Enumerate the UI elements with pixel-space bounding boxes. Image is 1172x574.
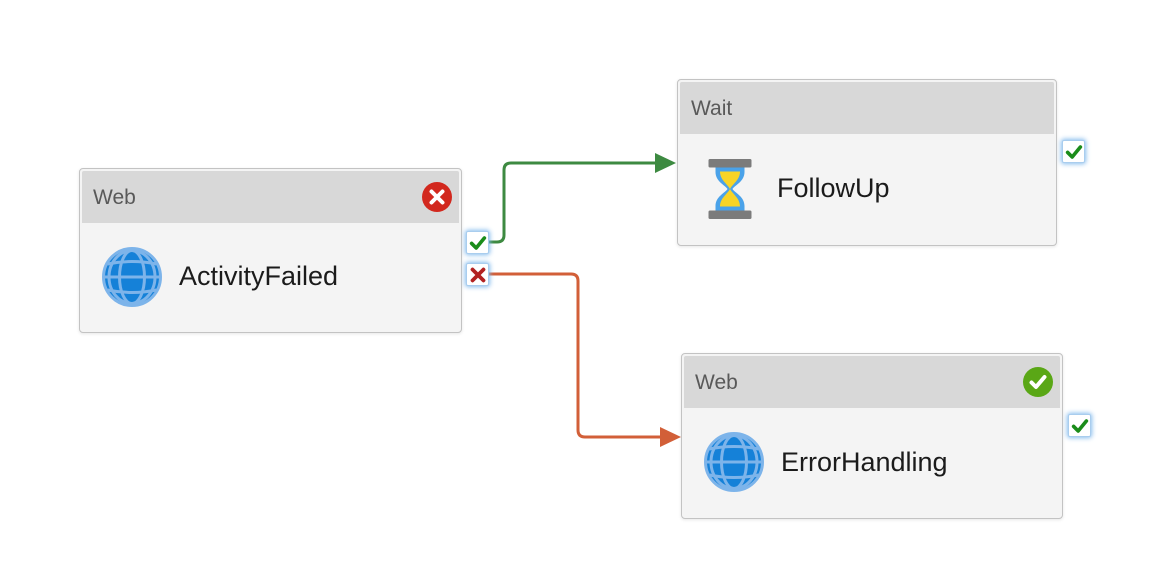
node-type-label: Web: [695, 370, 738, 394]
checkmark-icon: [1071, 418, 1088, 433]
node-type-label: Web: [93, 185, 136, 209]
activityfailed-success-port[interactable]: [466, 231, 489, 254]
node-type-label: Wait: [691, 96, 733, 120]
node-errorhandling-body: ErrorHandling: [684, 408, 1060, 516]
node-name: ErrorHandling: [781, 446, 948, 477]
node-activityfailed-header: Web: [82, 171, 459, 223]
checkmark-icon: [1065, 144, 1082, 159]
status-succeeded-badge-icon: [1023, 367, 1053, 397]
globe-icon: [701, 430, 767, 494]
x-mark-icon: [470, 267, 485, 282]
node-followup-header: Wait: [680, 82, 1054, 134]
success-connector-line: [489, 161, 656, 244]
node-activityfailed-body: ActivityFailed: [82, 223, 459, 330]
errorhandling-success-port[interactable]: [1068, 414, 1091, 437]
checkmark-icon: [469, 235, 486, 250]
hourglass-icon: [697, 158, 763, 220]
node-followup[interactable]: Wait FollowUp: [677, 79, 1057, 246]
failure-connector-arrow-icon: [660, 427, 681, 447]
success-connector-arrow-icon: [655, 153, 676, 173]
activityfailed-failure-port[interactable]: [466, 263, 489, 286]
followup-success-port[interactable]: [1062, 140, 1085, 163]
failure-connector[interactable]: [489, 272, 681, 447]
node-followup-body: FollowUp: [680, 134, 1054, 243]
failure-connector-line: [489, 272, 661, 439]
success-connector[interactable]: [489, 153, 676, 244]
node-errorhandling[interactable]: Web ErrorHandling: [681, 353, 1063, 519]
node-name: ActivityFailed: [179, 261, 339, 291]
status-failed-badge-icon: [422, 182, 452, 212]
node-activityfailed[interactable]: Web ActivityFailed: [79, 168, 462, 333]
node-name: FollowUp: [777, 173, 890, 203]
globe-icon: [99, 245, 165, 309]
node-errorhandling-header: Web: [684, 356, 1060, 408]
